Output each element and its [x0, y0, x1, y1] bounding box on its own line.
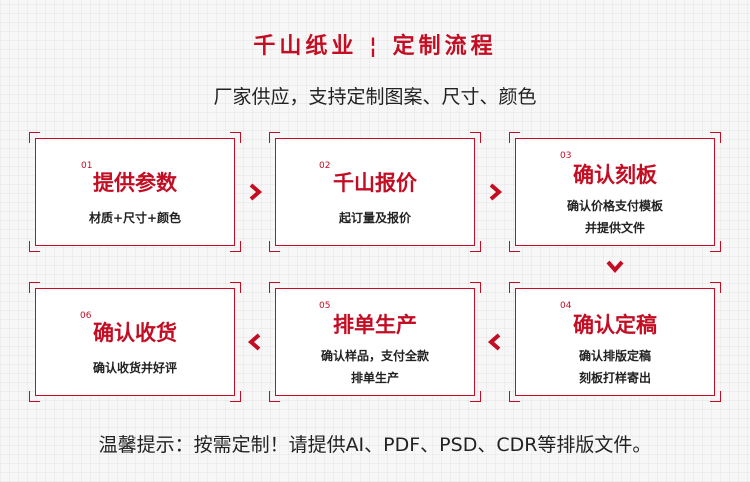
page-title: 千山纸业 ¦ 定制流程 [253, 33, 497, 59]
step-card-5: 05 排单生产 确认样品，支付全款 排单生产 [269, 282, 481, 402]
step-desc-line: 确认排版定稿 [578, 349, 651, 363]
step-desc-line: 刻板打样寄出 [578, 371, 651, 385]
corner-decoration [230, 241, 241, 252]
corner-decoration [269, 132, 280, 143]
step-number: 03 [560, 151, 572, 161]
chevron-right-icon [489, 183, 503, 201]
corner-decoration [509, 391, 520, 402]
chevron-left-icon [487, 333, 501, 351]
corner-decoration [509, 282, 520, 293]
corner-decoration [710, 241, 721, 252]
step-number: 05 [319, 301, 331, 311]
corner-decoration [470, 241, 481, 252]
step-card-2: 02 千山报价 起订量及报价 [269, 132, 481, 252]
step-card-3: 03 确认刻板 确认价格支付模板 并提供文件 [509, 132, 721, 252]
chevron-left-icon [247, 333, 261, 351]
step-desc-line: 材质+尺寸+颜色 [88, 211, 182, 225]
corner-decoration [710, 391, 721, 402]
chevron-right-icon [249, 183, 263, 201]
step-title: 确认收货 [93, 320, 177, 345]
step-title: 排单生产 [333, 312, 417, 337]
corner-decoration [230, 391, 241, 402]
corner-decoration [269, 241, 280, 252]
step-card-1: 01 提供参数 材质+尺寸+颜色 [29, 132, 241, 252]
corner-decoration [509, 241, 520, 252]
corner-decoration [29, 132, 40, 143]
corner-decoration [29, 241, 40, 252]
corner-decoration [710, 282, 721, 293]
corner-decoration [29, 282, 40, 293]
corner-decoration [269, 282, 280, 293]
corner-decoration [29, 391, 40, 402]
step-desc-line: 并提供文件 [584, 221, 645, 235]
step-desc-line: 排单生产 [350, 371, 399, 385]
corner-decoration [230, 132, 241, 143]
corner-decoration [509, 132, 520, 143]
step-number: 02 [319, 161, 331, 171]
step-title: 千山报价 [333, 170, 417, 195]
step-number: 06 [80, 311, 92, 321]
corner-decoration [470, 282, 481, 293]
step-desc-line: 起订量及报价 [338, 211, 411, 225]
step-number: 04 [560, 301, 572, 311]
step-number: 01 [81, 161, 93, 171]
page-subtitle: 厂家供应，支持定制图案、尺寸、颜色 [213, 86, 537, 108]
corner-decoration [470, 132, 481, 143]
corner-decoration [470, 391, 481, 402]
step-desc-line: 确认收货并好评 [92, 361, 177, 375]
step-title: 确认定稿 [573, 312, 657, 337]
step-card-6: 06 确认收货 确认收货并好评 [29, 282, 241, 402]
step-desc-line: 确认价格支付模板 [566, 199, 663, 213]
corner-decoration [230, 282, 241, 293]
step-desc-line: 确认样品，支付全款 [320, 349, 429, 363]
corner-decoration [710, 132, 721, 143]
chevron-down-icon [606, 260, 624, 274]
step-card-4: 04 确认定稿 确认排版定稿 刻板打样寄出 [509, 282, 721, 402]
corner-decoration [269, 391, 280, 402]
tip-note: 温馨提示：按需定制！请提供AI、PDF、PSD、CDR等排版文件。 [98, 434, 652, 456]
step-title: 确认刻板 [573, 162, 657, 187]
step-title: 提供参数 [93, 170, 177, 195]
